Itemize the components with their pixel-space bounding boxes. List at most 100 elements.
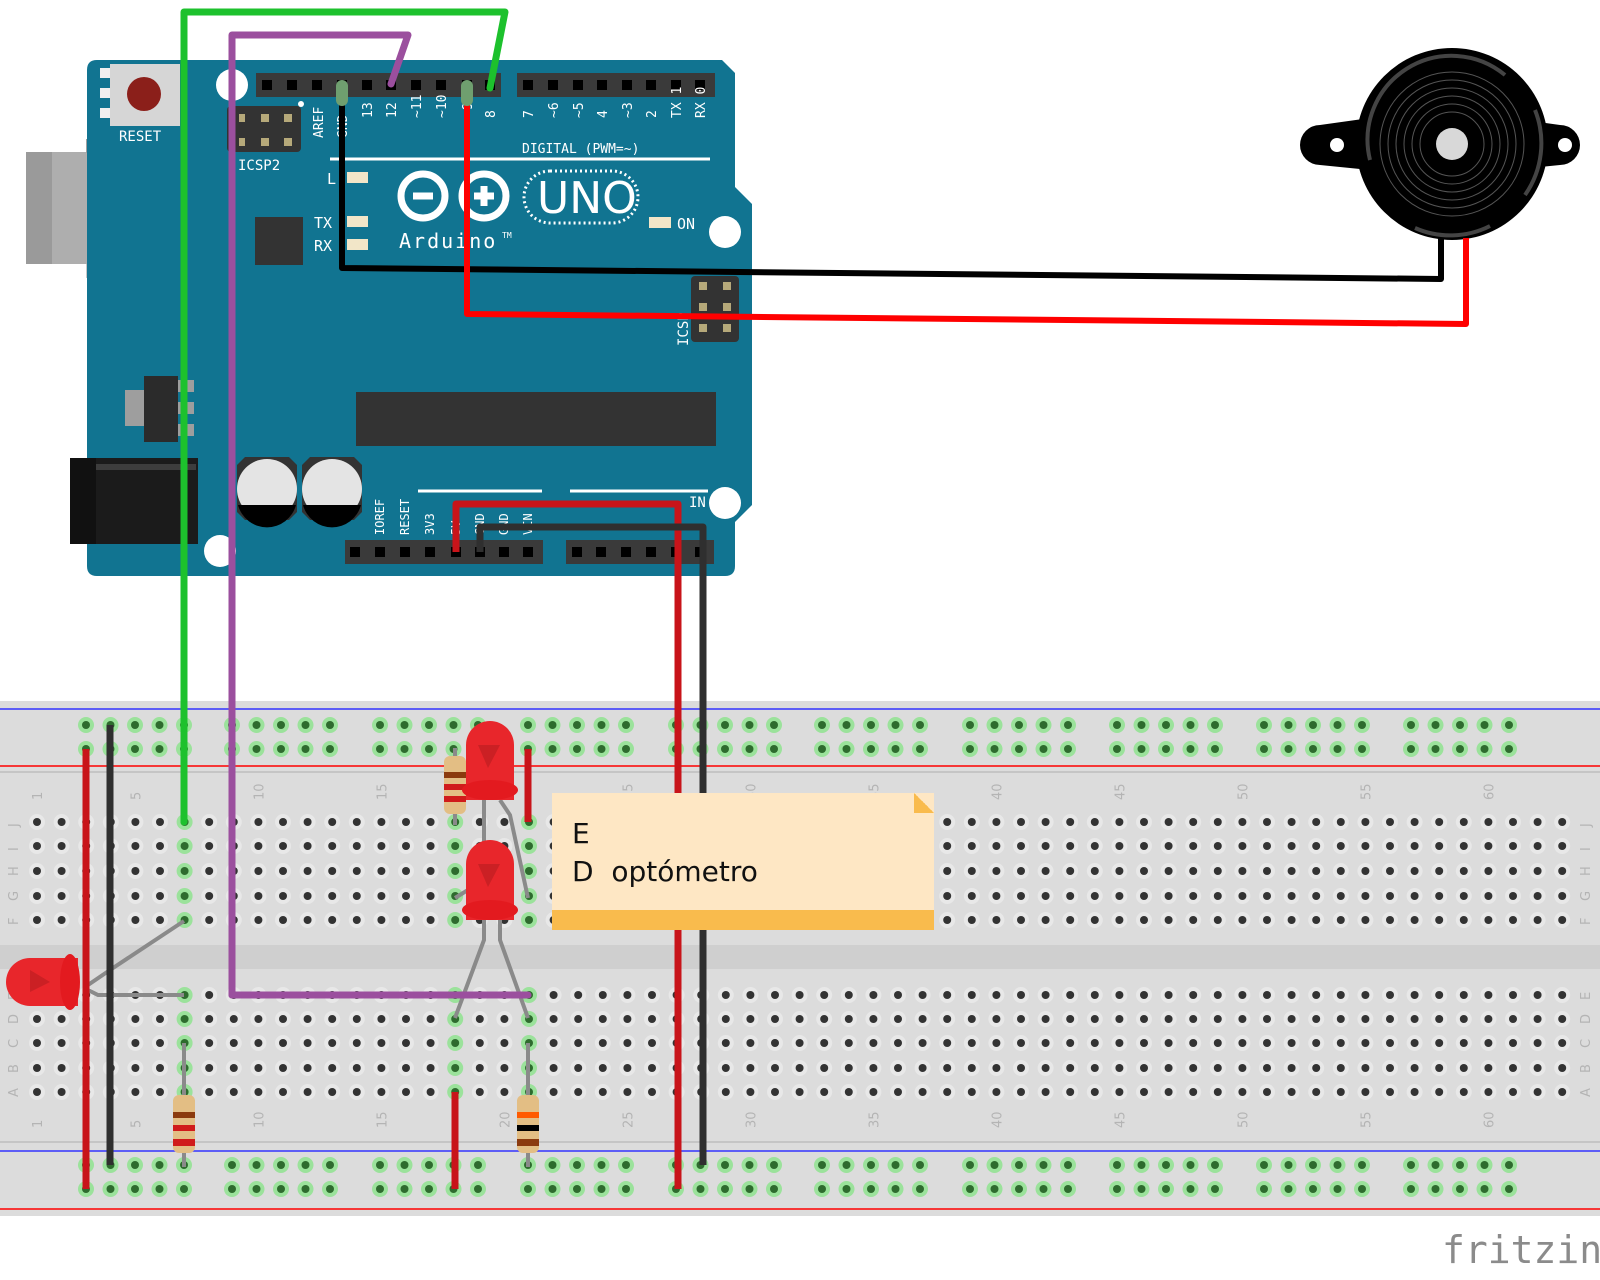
- column-label: 10: [252, 783, 267, 800]
- breadboard-hole-center: [205, 991, 214, 999]
- breadboard[interactable]: 1155101015152020252530303535404045455050…: [0, 701, 1600, 1216]
- digital-header-2: [517, 73, 715, 97]
- breadboard-hole-center: [992, 818, 1001, 826]
- breadboard-hole-center: [943, 1015, 952, 1023]
- led-middle[interactable]: [462, 840, 518, 920]
- breadboard-hole-center: [771, 1039, 779, 1047]
- breadboard-hole-center: [131, 916, 140, 924]
- wire-green-pin8[interactable]: [180, 8, 509, 826]
- breadboard-hole-center: [402, 1088, 410, 1096]
- rail-hole-center: [891, 745, 900, 753]
- rail-hole-center: [1333, 1161, 1342, 1169]
- resistor-top[interactable]: [444, 756, 466, 814]
- rail-hole-center: [155, 1161, 164, 1169]
- breadboard-hole-center: [943, 892, 952, 900]
- resistor-bottom-left[interactable]: [173, 1095, 195, 1153]
- annotation-note[interactable]: E D optómetro: [552, 793, 934, 930]
- breadboard-hole-center: [426, 916, 435, 924]
- breadboard-hole-center: [967, 1039, 976, 1047]
- breadboard-hole-center: [1090, 916, 1099, 924]
- breadboard-hole-center: [574, 1064, 583, 1072]
- breadboard-hole-center: [746, 1015, 755, 1023]
- breadboard-hole-center: [1140, 842, 1148, 850]
- breadboard-hole-center: [328, 818, 337, 826]
- breadboard-hole-center: [1090, 842, 1099, 850]
- rail-hole-center: [1358, 1185, 1366, 1193]
- breadboard-hole-center: [279, 1064, 287, 1072]
- breadboard-hole-center: [205, 1088, 214, 1096]
- column-label: 35: [867, 1111, 882, 1128]
- breadboard-hole-center: [992, 1015, 1001, 1023]
- column-label: 5: [129, 792, 144, 800]
- column-label: 20: [498, 1111, 513, 1128]
- breadboard-hole-center: [328, 867, 337, 875]
- breadboard-hole-center: [1484, 916, 1493, 924]
- rail-hole-center: [277, 1185, 285, 1193]
- breadboard-hole-center: [746, 1064, 755, 1072]
- rail-hole-center: [1137, 745, 1146, 753]
- rail-hole-center: [891, 1185, 900, 1193]
- rail-hole-center: [597, 721, 606, 729]
- led-top[interactable]: [462, 721, 518, 800]
- wire-red-jumper-mid[interactable]: [451, 749, 532, 1189]
- breadboard-hole-center: [992, 892, 1001, 900]
- breadboard-hole-center: [1509, 818, 1517, 826]
- breadboard-hole-center: [1189, 991, 1198, 999]
- rail-hole-center: [548, 721, 557, 729]
- breadboard-hole-center: [1312, 818, 1321, 826]
- voltage-regulator: [144, 376, 178, 442]
- rail-hole-center: [1309, 721, 1317, 729]
- breadboard-hole-center: [1115, 892, 1124, 900]
- breadboard-hole-center: [402, 867, 410, 875]
- rail-hole-center: [597, 745, 606, 753]
- breadboard-hole-center: [1386, 916, 1394, 924]
- breadboard-hole-center: [475, 818, 484, 826]
- breadboard-hole-center: [426, 1015, 435, 1023]
- breadboard-hole-center: [1336, 1015, 1345, 1023]
- header-pin: [287, 80, 297, 90]
- header-pin: [262, 80, 272, 90]
- breadboard-hole-center: [1361, 916, 1370, 924]
- breadboard-hole-center: [844, 1088, 853, 1096]
- breadboard-hole-center: [623, 1039, 632, 1047]
- breadboard-hole-center: [180, 867, 189, 875]
- rail-hole-center: [1284, 1161, 1293, 1169]
- rail-hole-center: [721, 745, 729, 753]
- digital-pin-label: 4: [596, 110, 611, 118]
- breadboard-hole-center: [1287, 892, 1296, 900]
- wire-purple-pin12[interactable]: [228, 31, 532, 999]
- breadboard-hole-center: [1287, 1088, 1296, 1096]
- rail-hole-center: [1186, 745, 1195, 753]
- breadboard-hole-center: [1164, 1015, 1173, 1023]
- breadboard-hole-center: [131, 892, 140, 900]
- rail-hole-center: [1039, 1161, 1048, 1169]
- breadboard-hole-center: [795, 991, 804, 999]
- breadboard-hole-center: [377, 818, 386, 826]
- resistor-bottom-right[interactable]: [517, 1095, 539, 1153]
- header-pin: [523, 80, 533, 90]
- rail-hole-center: [1113, 1161, 1121, 1169]
- rail-hole-center: [916, 1185, 924, 1193]
- breadboard-hole-center: [131, 818, 140, 826]
- wire-red-pin9-buzzer[interactable]: [464, 90, 1469, 327]
- breadboard-hole-center: [1533, 1064, 1542, 1072]
- breadboard-hole-center: [1017, 1039, 1025, 1047]
- rail-hole-center: [449, 721, 458, 729]
- piezo-buzzer[interactable]: [1300, 48, 1580, 240]
- rail-hole-center: [252, 1185, 261, 1193]
- row-label: F: [1579, 918, 1594, 925]
- led-left[interactable]: [6, 954, 80, 1010]
- breadboard-hole-center: [844, 1064, 853, 1072]
- breadboard-hole-center: [1361, 818, 1370, 826]
- breadboard-hole-center: [352, 1039, 361, 1047]
- rail-hole-center: [1505, 745, 1513, 753]
- breadboard-hole-center: [1041, 818, 1050, 826]
- column-label: 55: [1359, 1111, 1374, 1128]
- wire-black-gnd-buzzer[interactable]: [339, 90, 1444, 282]
- breadboard-hole-center: [820, 1039, 829, 1047]
- rail-hole-center: [1407, 721, 1415, 729]
- breadboard-hole-center: [967, 916, 976, 924]
- rail-hole-center: [916, 745, 924, 753]
- breadboard-hole-center: [1140, 867, 1148, 875]
